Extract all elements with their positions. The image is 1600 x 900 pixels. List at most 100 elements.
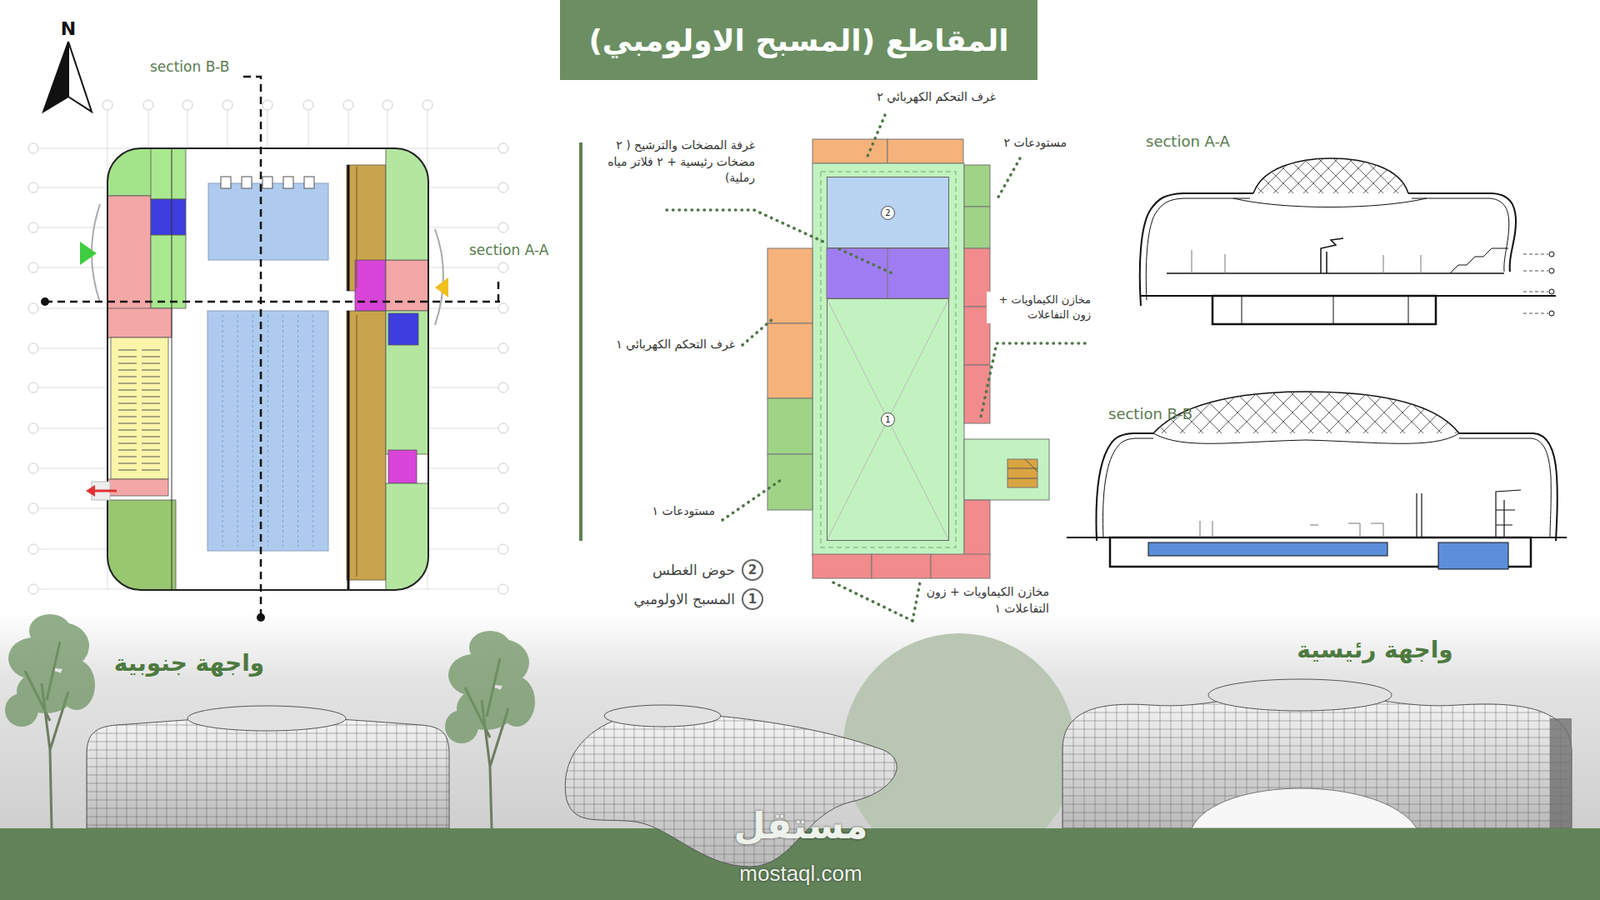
g-shape	[1211, 156, 1445, 195]
mesh-h	[1062, 729, 1573, 730]
lattice-b	[1286, 156, 1325, 195]
lattice-b	[1406, 156, 1445, 195]
lattice-b	[1380, 390, 1425, 435]
node-text: حوض الغطس	[652, 561, 735, 579]
grid-left	[28, 463, 39, 474]
mesh-h	[554, 854, 913, 855]
section-pool	[1148, 542, 1388, 556]
tree-leaf	[29, 614, 71, 648]
stair-b	[141, 410, 160, 411]
grid-top	[262, 100, 273, 110]
facade-dome	[187, 705, 346, 731]
mesh-v	[106, 708, 108, 830]
stair-a	[118, 450, 137, 451]
lattice-b	[1226, 156, 1265, 195]
level-mark	[1549, 289, 1555, 295]
g-shape	[222, 315, 314, 547]
lattice-a	[1361, 156, 1400, 195]
lattice-a	[1226, 156, 1265, 195]
lane-line	[222, 315, 224, 547]
mesh-v	[156, 708, 158, 830]
room-label: غرفة المضخات والترشيح ( ٢ مضخات رئيسية +…	[598, 136, 758, 188]
leader-line	[866, 115, 885, 159]
lattice-a	[1316, 156, 1355, 195]
mesh-v	[1506, 687, 1508, 830]
diving-pool-plan	[208, 183, 329, 260]
mesh-v	[176, 708, 178, 830]
lattice-a	[1376, 156, 1415, 195]
plan-wall	[347, 165, 350, 291]
section-detail	[1450, 248, 1509, 274]
mesh-v	[96, 708, 98, 830]
section-cut	[243, 76, 261, 618]
service-room	[767, 323, 813, 399]
lattice-b	[1316, 156, 1355, 195]
service-room	[887, 139, 964, 164]
section-dome	[1253, 158, 1409, 194]
lattice-a	[1391, 156, 1430, 195]
grid-right	[498, 503, 509, 514]
plan-room	[150, 235, 186, 309]
section-pool	[1438, 542, 1509, 570]
tree-leaves	[445, 630, 535, 744]
g-shape	[666, 115, 1085, 621]
pool-cross	[826, 298, 950, 541]
mesh-v	[406, 708, 408, 830]
stair-box	[1007, 459, 1038, 488]
lattice-a	[1435, 390, 1480, 435]
lattice-b	[1376, 156, 1415, 195]
section-basement	[1212, 295, 1436, 325]
lane-line	[252, 315, 254, 547]
starting-block	[304, 176, 315, 189]
tree-leaf	[58, 660, 95, 710]
lattice-a	[1325, 390, 1370, 435]
mesh-v	[564, 704, 565, 871]
mesh-v	[1485, 687, 1486, 830]
plan-room	[107, 308, 172, 338]
service-frame-inner	[820, 171, 956, 548]
stair-a	[118, 470, 137, 471]
mesh-h	[86, 800, 450, 801]
lattice-b	[1361, 156, 1400, 195]
mesh-v	[186, 708, 188, 830]
g-shape	[1105, 390, 1499, 435]
tree-leaves	[5, 614, 95, 727]
grid-left	[28, 584, 39, 595]
mesh-h	[554, 704, 913, 705]
service-room	[767, 454, 813, 510]
stair-a	[118, 456, 137, 458]
stair-b	[141, 363, 160, 365]
legend-callout: 2حوض الغطس	[652, 559, 764, 581]
mesh-h	[86, 808, 450, 810]
leader-line	[980, 343, 1085, 421]
grid-v	[348, 110, 350, 590]
g-shape	[118, 350, 160, 470]
facade-column	[1550, 718, 1572, 829]
mesh-v	[1095, 687, 1096, 830]
grid-left	[28, 544, 39, 555]
mesh-h	[554, 745, 913, 747]
grid-left	[28, 262, 39, 273]
stair-b	[141, 390, 160, 391]
facade-blob	[565, 712, 897, 867]
mesh-h	[86, 758, 450, 760]
mesh-h	[86, 825, 450, 826]
starting-block	[220, 176, 231, 189]
legend-callout: 1المسبح الاولومبي	[634, 588, 764, 610]
plan-wall	[356, 315, 358, 577]
service-room	[767, 248, 813, 324]
plan-room	[385, 483, 429, 590]
facade-dome	[604, 705, 721, 727]
grid-right	[498, 182, 509, 193]
lattice-a	[1256, 156, 1295, 195]
grid-left	[28, 143, 39, 154]
mesh-v	[1116, 687, 1118, 830]
lattice-a	[1270, 390, 1315, 435]
stair-a	[118, 383, 137, 385]
mesh-h	[554, 795, 913, 797]
stair-a	[118, 390, 137, 391]
mesh-h	[1062, 737, 1573, 739]
stair-a	[118, 416, 137, 418]
mesh-v	[1474, 687, 1475, 830]
section-label: section B-B	[1108, 403, 1193, 425]
